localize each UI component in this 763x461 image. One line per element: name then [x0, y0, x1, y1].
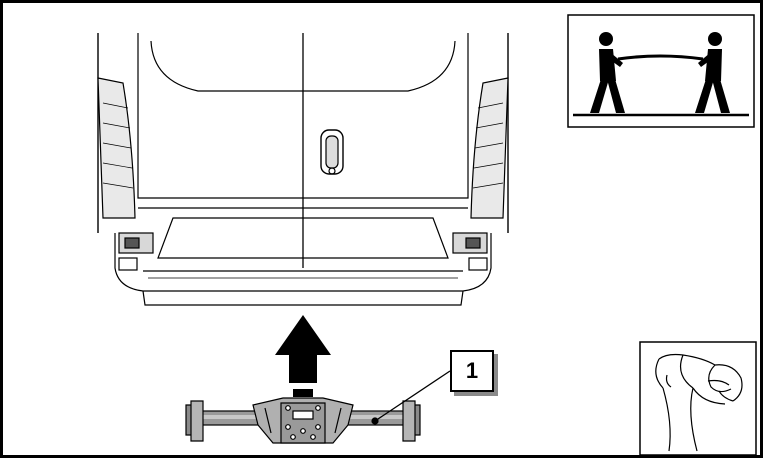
van-rear — [97, 33, 509, 306]
hand-tighten-icon — [639, 341, 757, 456]
two-person-lift-icon — [567, 14, 755, 128]
install-direction-arrow — [275, 315, 331, 397]
towbar-part — [185, 397, 421, 444]
callout-label-1: 1 — [450, 350, 494, 392]
callout-leader-line — [374, 370, 451, 422]
diagram-canvas — [97, 14, 757, 456]
